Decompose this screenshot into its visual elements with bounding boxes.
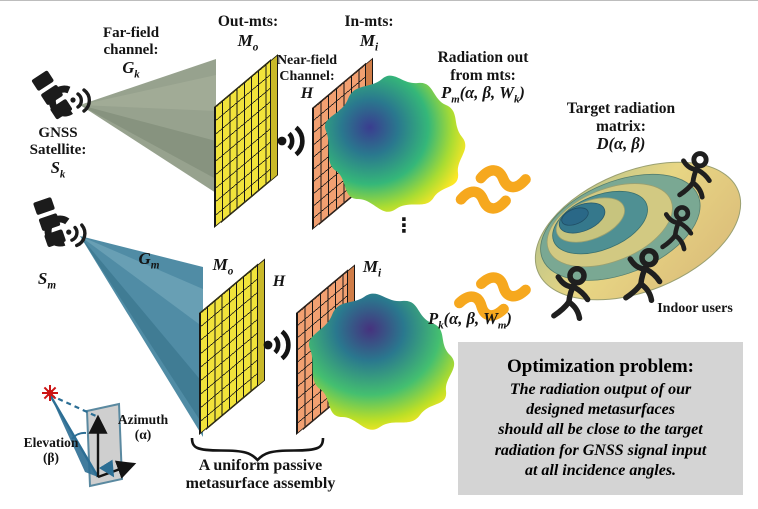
target-radiation-dome — [534, 161, 742, 301]
far-field-beam-k-highlight — [80, 75, 216, 111]
radiation-pattern-2 — [308, 293, 455, 430]
satellite-icon-k — [31, 70, 89, 120]
wireless-propagation-icon-2 — [459, 269, 527, 323]
far-field-beam-k-shadow — [80, 105, 216, 179]
satellite-star-icon — [42, 385, 58, 401]
wireless-propagation-icon-1 — [460, 165, 526, 214]
near-field-signal-icon-1 — [278, 128, 303, 155]
assembly-brace — [190, 437, 325, 462]
indoor-user-figure-4 — [554, 269, 588, 319]
azimuth-angle-arc — [98, 459, 115, 478]
far-field-beam-m-highlight — [80, 236, 203, 327]
satellite-icon-m — [23, 193, 91, 255]
vertical-ellipsis-icon: ⋮ — [394, 213, 414, 237]
elevation-angle-arc — [71, 431, 87, 440]
radiation-pattern-1 — [324, 75, 466, 212]
incidence-angle-diagram — [42, 385, 137, 488]
far-field-beam-m-shadow — [80, 236, 203, 425]
near-field-signal-icon-2 — [264, 332, 289, 359]
